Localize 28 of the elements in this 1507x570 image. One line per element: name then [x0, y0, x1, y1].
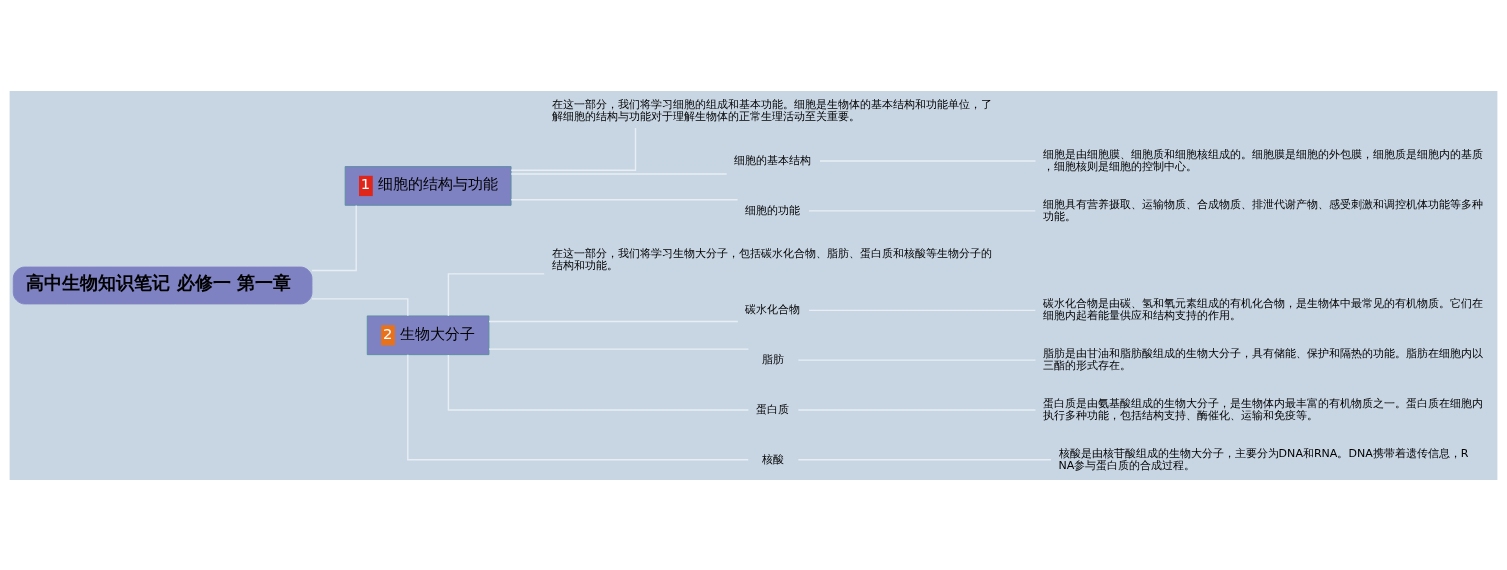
node-text: 脂肪是由甘油和脂肪酸组成的生物大分子，具有储能、保护和隔热的功能。脂肪在细胞内以三酯的形式存在。	[1042, 346, 1483, 372]
connector	[447, 272, 545, 317]
node-text: 碳水化合物	[745, 302, 801, 316]
node-text: 核酸	[761, 452, 784, 466]
node-text: 细胞具有营养摄取、运输物质、合成物质、排泄代谢产物、感受刺激和调控机体功能等多种功能。	[1042, 197, 1483, 223]
connector	[311, 204, 357, 271]
connector	[488, 320, 739, 322]
connector	[797, 458, 1052, 460]
node-box: 2 生物大分子	[366, 314, 490, 355]
node-text: 核酸是由核苷酸组成的生物大分子，主要分为DNA和RNA。DNA携带着遗传信息，RNA参与蛋白质的合成过程。	[1058, 446, 1469, 472]
connector	[510, 126, 637, 171]
node-text: 蛋白质	[756, 402, 790, 416]
connector	[407, 353, 749, 460]
node-box: 1 细胞的结构与功能	[344, 165, 512, 206]
connector	[510, 198, 739, 200]
node-text: 在这一部分，我们将学习细胞的组成和基本功能。细胞是生物体的基本结构和功能单位，了解细胞的结构与功能对于理解生物体的正常生理活动至关重要。	[551, 97, 992, 123]
node-text: 脂肪	[761, 352, 784, 366]
connector	[808, 309, 1036, 311]
node-box: 高中生物知识笔记 必修一 第一章	[12, 266, 313, 304]
node-text: 细胞的功能	[745, 203, 801, 217]
node-text: 碳水化合物是由碳、氢和氧元素组成的有机化合物，是生物体中最常见的有机物质。它们在细胞内起着能量供应和结构支持的作用。	[1042, 296, 1483, 322]
node-text: 细胞的基本结构	[734, 153, 812, 167]
node-text: 细胞是由细胞膜、细胞质和细胞核组成的。细胞膜是细胞的外包膜，细胞质是细胞内的基质，细胞核则是细胞的控制中心。	[1042, 147, 1483, 173]
node-text: 蛋白质是由氨基酸组成的生物大分子，是生物体内最丰富的有机物质之一。蛋白质在细胞内执行多种功能，包括结构支持、酶催化、运输和免疫等。	[1042, 396, 1483, 422]
node-text: 在这一部分，我们将学习生物大分子，包括碳水化合物、脂肪、蛋白质和核酸等生物分子的结构和功能。	[551, 246, 992, 272]
connector	[447, 353, 750, 411]
connector	[311, 297, 409, 316]
connector	[510, 172, 728, 175]
